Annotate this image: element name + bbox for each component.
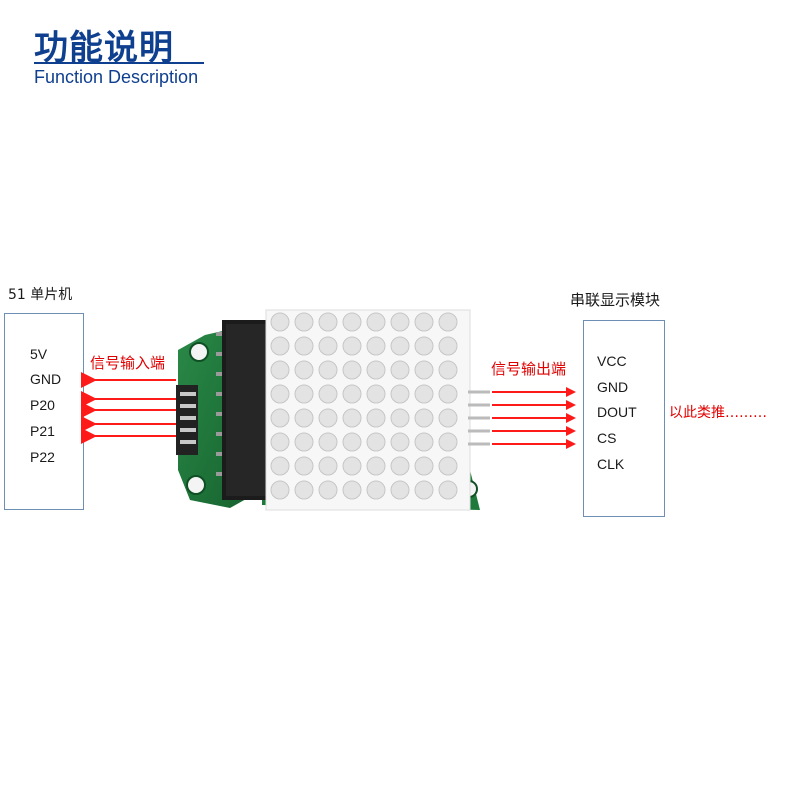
- led-dot: [342, 432, 362, 452]
- led-dot: [318, 312, 338, 332]
- mcu-pin-p21: P21: [30, 423, 55, 439]
- mcu-pin-5v: 5V: [30, 346, 48, 362]
- page-title: 功能说明: [34, 28, 174, 68]
- mcu-pin-gnd: GND: [30, 371, 62, 387]
- led-dot: [270, 384, 290, 404]
- led-dot: [318, 480, 338, 500]
- module-pin-cs: CS: [597, 430, 617, 446]
- led-dot: [294, 312, 314, 332]
- led-dot: [438, 384, 458, 404]
- led-dot: [318, 432, 338, 452]
- continuation-note: 以此类推………: [669, 405, 767, 421]
- led-dot: [438, 456, 458, 476]
- led-dot: [414, 408, 434, 428]
- led-dot: [366, 336, 386, 356]
- led-dot: [342, 360, 362, 380]
- led-dot: [318, 360, 338, 380]
- led-dot: [294, 432, 314, 452]
- module-label: 串联显示模块: [570, 291, 661, 309]
- led-dot: [390, 456, 410, 476]
- led-dot: [438, 336, 458, 356]
- led-dot: [318, 336, 338, 356]
- led-dot: [270, 336, 290, 356]
- led-dot: [390, 360, 410, 380]
- led-dot: [270, 312, 290, 332]
- led-dot: [270, 432, 290, 452]
- led-dot: [414, 432, 434, 452]
- led-dot: [438, 312, 458, 332]
- signal-input-label: 信号输入端: [90, 354, 166, 372]
- title-underline: [34, 62, 204, 64]
- led-dot: [270, 480, 290, 500]
- output-arrows: [492, 391, 568, 445]
- led-dot: [438, 408, 458, 428]
- module-pin-dout: DOUT: [597, 404, 637, 420]
- led-dot: [390, 312, 410, 332]
- input-header: [176, 385, 198, 455]
- mount-hole-top: [189, 342, 209, 362]
- mcu-pin-p20: P20: [30, 397, 55, 413]
- led-dot: [414, 336, 434, 356]
- led-dot: [294, 408, 314, 428]
- led-dot: [414, 456, 434, 476]
- led-matrix: [265, 309, 471, 511]
- led-dot: [438, 432, 458, 452]
- led-dot: [390, 480, 410, 500]
- led-dot: [414, 384, 434, 404]
- module-pin-clk: CLK: [597, 456, 625, 472]
- led-dot: [294, 336, 314, 356]
- module-box: VCC GND DOUT CS CLK: [583, 320, 665, 517]
- page-subtitle: Function Description: [34, 67, 199, 87]
- led-dot: [342, 408, 362, 428]
- mcu-pin-p22: P22: [30, 449, 55, 465]
- led-dot: [366, 432, 386, 452]
- led-dot: [366, 312, 386, 332]
- led-dot: [366, 360, 386, 380]
- led-dot: [318, 456, 338, 476]
- led-dot: [414, 480, 434, 500]
- led-dot: [294, 384, 314, 404]
- output-header: [468, 390, 490, 446]
- led-dot: [390, 432, 410, 452]
- led-dot: [270, 360, 290, 380]
- led-dot: [342, 480, 362, 500]
- led-dot: [342, 336, 362, 356]
- led-dot: [366, 480, 386, 500]
- led-dot: [390, 384, 410, 404]
- led-dot: [342, 384, 362, 404]
- led-dot: [390, 408, 410, 428]
- led-dot: [270, 456, 290, 476]
- led-dot: [366, 408, 386, 428]
- led-dot: [438, 480, 458, 500]
- led-dot: [342, 456, 362, 476]
- led-dot: [390, 336, 410, 356]
- led-dot: [294, 360, 314, 380]
- led-dot: [342, 312, 362, 332]
- led-dot: [294, 480, 314, 500]
- led-dot: [414, 360, 434, 380]
- signal-output-label: 信号输出端: [491, 360, 567, 378]
- led-dot: [414, 312, 434, 332]
- led-dot: [270, 408, 290, 428]
- led-dot: [366, 384, 386, 404]
- led-dot: [438, 360, 458, 380]
- input-arrows: [81, 372, 176, 444]
- mount-hole-bottom: [186, 475, 206, 495]
- led-dot: [318, 384, 338, 404]
- module-pin-gnd: GND: [597, 379, 629, 395]
- led-dot: [366, 456, 386, 476]
- module-pin-vcc: VCC: [597, 353, 627, 369]
- led-dot: [318, 408, 338, 428]
- mcu-label: 51 单片机: [8, 287, 73, 303]
- driver-chip: [216, 320, 272, 500]
- led-dot: [294, 456, 314, 476]
